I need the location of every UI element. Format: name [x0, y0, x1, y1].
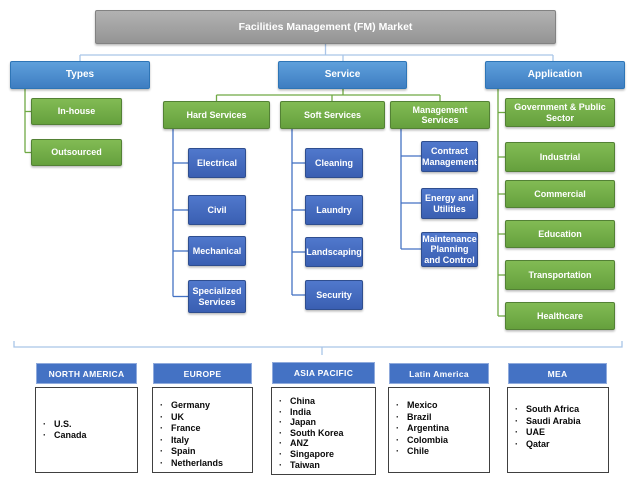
country-item: ANZ [279, 438, 375, 449]
country-item: Singapore [279, 449, 375, 460]
region-body-asia-pacific: ChinaIndiaJapanSouth KoreaANZSingaporeTa… [271, 387, 376, 475]
node-root-fm-market: Facilities Management (FM) Market [95, 10, 556, 44]
node-landscaping: Landscaping [305, 237, 363, 267]
country-item: Qatar [515, 439, 608, 451]
country-item: Saudi Arabia [515, 416, 608, 428]
node-application: Application [485, 61, 625, 89]
country-item: Chile [396, 446, 489, 458]
country-item: Brazil [396, 412, 489, 424]
region-header-north-america: NORTH AMERICA [36, 363, 137, 384]
country-list-north-america: U.S.Canada [36, 419, 137, 442]
node-hard-services: Hard Services [163, 101, 270, 129]
node-laundry: Laundry [305, 195, 363, 225]
country-item: Canada [43, 430, 137, 442]
node-education: Education [505, 220, 615, 248]
region-header-latin-america: Latin America [389, 363, 489, 384]
node-cleaning: Cleaning [305, 148, 363, 178]
node-security: Security [305, 280, 363, 310]
country-list-asia-pacific: ChinaIndiaJapanSouth KoreaANZSingaporeTa… [272, 396, 375, 470]
node-management-services: Management Services [390, 101, 490, 129]
country-item: U.S. [43, 419, 137, 431]
node-civil: Civil [188, 195, 246, 225]
region-header-mea: MEA [508, 363, 607, 384]
node-industrial: Industrial [505, 142, 615, 172]
country-item: Italy [160, 435, 252, 447]
node-outsourced: Outsourced [31, 139, 122, 166]
region-body-mea: South AfricaSaudi ArabiaUAEQatar [507, 387, 609, 473]
region-body-north-america: U.S.Canada [35, 387, 138, 473]
node-government-public-sector: Government & Public Sector [505, 98, 615, 127]
country-item: Japan [279, 417, 375, 428]
country-item: Netherlands [160, 458, 252, 470]
country-item: China [279, 396, 375, 407]
bracket-regions [13, 341, 623, 355]
node-electrical: Electrical [188, 148, 246, 178]
country-item: UAE [515, 427, 608, 439]
node-transportation: Transportation [505, 260, 615, 290]
region-header-europe: EUROPE [153, 363, 252, 384]
node-contract-management: Contract Management [421, 141, 478, 172]
country-item: India [279, 407, 375, 418]
region-body-europe: GermanyUKFranceItalySpainNetherlands [152, 387, 253, 473]
country-item: Spain [160, 446, 252, 458]
node-service: Service [278, 61, 407, 89]
country-item: Taiwan [279, 460, 375, 471]
country-list-latin-america: MexicoBrazilArgentinaColombiaChile [389, 400, 489, 458]
node-soft-services: Soft Services [280, 101, 385, 129]
region-body-latin-america: MexicoBrazilArgentinaColombiaChile [388, 387, 490, 473]
country-item: South Korea [279, 428, 375, 439]
country-item: UK [160, 412, 252, 424]
country-item: Argentina [396, 423, 489, 435]
country-list-europe: GermanyUKFranceItalySpainNetherlands [153, 400, 252, 469]
country-list-mea: South AfricaSaudi ArabiaUAEQatar [508, 404, 608, 450]
node-specialized-services: Specialized Services [188, 280, 246, 313]
node-maintenance-planning-control: Maintenance Planning and Control [421, 232, 478, 267]
country-item: Colombia [396, 435, 489, 447]
node-mechanical: Mechanical [188, 236, 246, 266]
region-header-asia-pacific: ASIA PACIFIC [272, 362, 375, 384]
node-healthcare: Healthcare [505, 302, 615, 330]
node-in-house: In-house [31, 98, 122, 125]
country-item: Germany [160, 400, 252, 412]
country-item: South Africa [515, 404, 608, 416]
country-item: Mexico [396, 400, 489, 412]
node-commercial: Commercial [505, 180, 615, 208]
node-types: Types [10, 61, 150, 89]
country-item: France [160, 423, 252, 435]
node-energy-and-utilities: Energy and Utilities [421, 188, 478, 219]
